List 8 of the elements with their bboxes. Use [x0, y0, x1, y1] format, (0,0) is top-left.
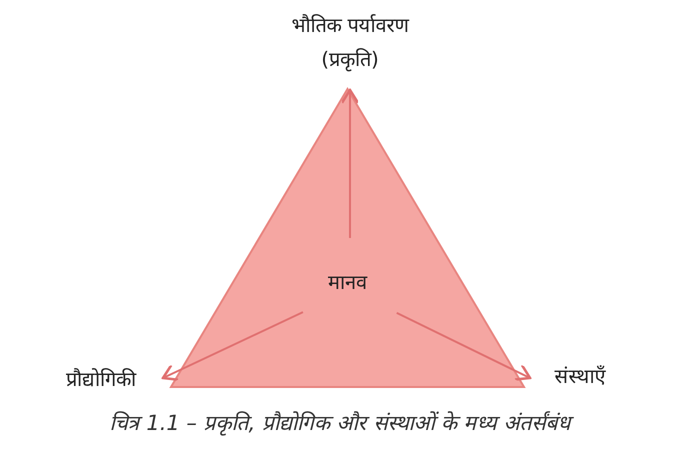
node-label: संस्थाएँ	[554, 363, 607, 389]
center-label: मानव	[327, 269, 368, 295]
figure-caption: चित्र 1.1 – प्रकृति, प्रौद्योगिक और संस्थाओं के मध्य अंतर्संबंध	[0, 408, 680, 436]
node-label: भौतिक पर्यावरण (प्रकृति)	[290, 12, 410, 74]
node-label: प्रौद्योगिकी	[65, 366, 138, 392]
arrow	[340, 88, 360, 238]
arrow	[396, 312, 532, 381]
arrow	[162, 311, 304, 382]
